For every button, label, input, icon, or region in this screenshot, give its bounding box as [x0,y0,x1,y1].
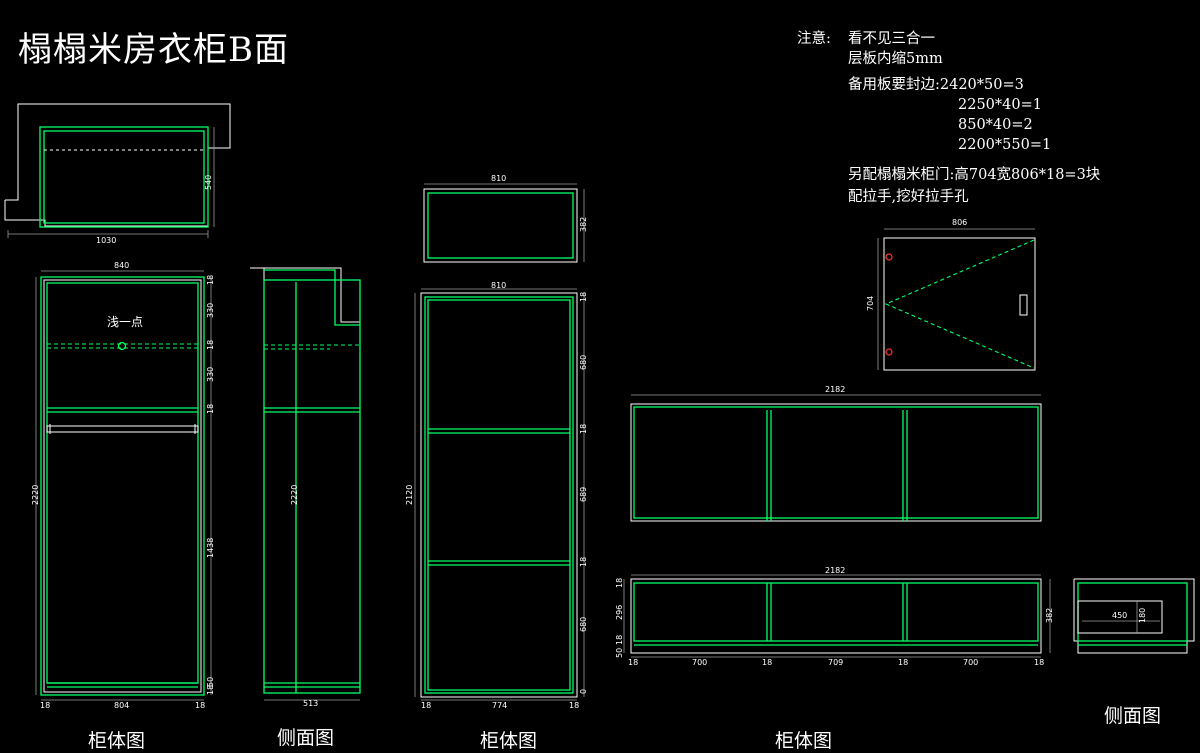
dim-t-18c: 18 [579,557,588,567]
caption-wardrobe-body: 柜体图 [88,730,146,752]
dim-side-height: 2220 [290,485,299,505]
wardrobe-outer-panel [40,276,205,696]
note-line-5: 850*40=2 [958,117,1033,133]
dim-w-18d: 18 [206,685,215,695]
dim-w-r18: 18 [195,701,205,710]
side-outline [250,267,361,694]
dim-b-18-3: 18 [898,658,908,667]
plan-outline [4,103,231,227]
shallow-annotation: 浅一点 [107,315,143,329]
plan-view: 1030 540 [4,103,231,245]
dim-w-1438: 1438 [206,538,215,558]
dim-door-height: 704 [866,296,875,311]
dim-b-18b: 18 [615,635,624,645]
hinge-top-icon [885,253,893,261]
dim-base-height: 382 [1045,608,1054,623]
dim-b-296: 296 [615,605,624,620]
caption-base-side: 侧面图 [1104,705,1162,727]
dim-t-689: 689 [579,487,588,502]
dim-top-box-height: 382 [579,217,588,232]
dim-base-width: 2182 [825,566,845,575]
long-outline [630,403,1042,522]
notes-label: 注意: [797,31,831,47]
dim-w-330b: 330 [206,367,215,382]
top-box: 810 382 [423,174,588,263]
dim-wardrobe-width: 840 [114,261,129,270]
dim-door-width: 806 [952,218,967,227]
dim-tall-width: 810 [491,281,506,290]
dim-b-18a: 18 [615,578,624,588]
side-panel [263,279,361,694]
dim-t-18a: 18 [579,292,588,302]
tatami-door: 806 704 [866,218,1036,371]
wardrobe-front: 840 2220 18 330 18 330 18 1438 50 18 18 … [31,261,215,710]
dim-tall-height: 2120 [405,485,414,505]
dim-t-0: 0 [579,689,588,694]
hanging-rod [46,425,199,433]
dim-plan-width: 1030 [96,236,116,245]
base-side-inset [1077,600,1163,634]
note-line-6: 2200*550=1 [958,137,1052,153]
dim-t-r18: 18 [569,701,579,710]
dim-t-18b: 18 [579,424,588,434]
note-line-4: 2250*40=1 [958,97,1042,113]
dim-w-l18: 18 [40,701,50,710]
dim-b-18-4: 18 [1034,658,1044,667]
door-opening-lines [884,239,1035,369]
dim-w-330a: 330 [206,303,215,318]
base-cabinet: 2182 382 18 296 18 50 18 700 18 709 18 7… [615,566,1054,667]
dim-t-680b: 680 [579,617,588,632]
note-line-7: 另配榻榻米柜门:高704宽806*18=3块 [848,167,1101,183]
note-line-3: 备用板要封边:2420*50=3 [848,77,1024,93]
door-panel [883,237,1036,371]
dim-t-l18: 18 [421,701,431,710]
dim-w-50: 50 [206,677,215,687]
dim-wardrobe-inner: 804 [114,701,129,710]
dim-tall-inner: 774 [492,701,507,710]
dim-b-18-2: 18 [762,658,772,667]
drawing-title: 榻榻米房衣柜B面 [18,30,289,70]
dim-top-box-width: 810 [491,174,506,183]
dim-b-18-1: 18 [628,658,638,667]
dim-w-18a: 18 [206,275,215,285]
base-side: 450 180 [1073,578,1195,654]
note-line-2: 层板内缩5mm [848,51,943,67]
plan-cabinet [39,126,209,228]
tall-cabinet: 810 2120 18 680 18 689 18 680 0 18 774 1… [405,281,588,710]
dim-b-700b: 700 [963,658,978,667]
note-line-1: 看不见三合一 [848,31,935,47]
dim-b-50: 50 [615,648,624,658]
shelf-marker-icon [117,341,127,351]
caption-base-body: 柜体图 [775,730,833,752]
dim-side-450: 450 [1112,611,1127,620]
long-cabinet: 2182 [630,385,1042,522]
base-side-outline [1073,578,1195,654]
dim-b-709: 709 [828,658,843,667]
dim-w-18b: 18 [206,340,215,350]
caption-tall-body: 柜体图 [480,730,538,752]
dim-b-700a: 700 [692,658,707,667]
base-outline [630,578,1042,654]
dim-t-680a: 680 [579,355,588,370]
dim-side-depth: 513 [303,699,318,708]
tall-outline [420,292,578,698]
caption-wardrobe-side: 侧面图 [277,727,335,749]
dim-wardrobe-height: 2220 [31,485,40,505]
note-line-8: 配拉手,挖好拉手孔 [848,189,969,205]
dim-plan-depth: 540 [204,175,213,190]
top-box-outline [423,188,578,263]
dim-long-width: 2182 [825,385,845,394]
door-handle-hole [1019,294,1028,316]
dim-side-180: 180 [1138,608,1147,623]
wardrobe-side: 2220 513 [250,267,361,708]
dim-w-18c: 18 [206,404,215,414]
hinge-bottom-icon [885,348,893,356]
